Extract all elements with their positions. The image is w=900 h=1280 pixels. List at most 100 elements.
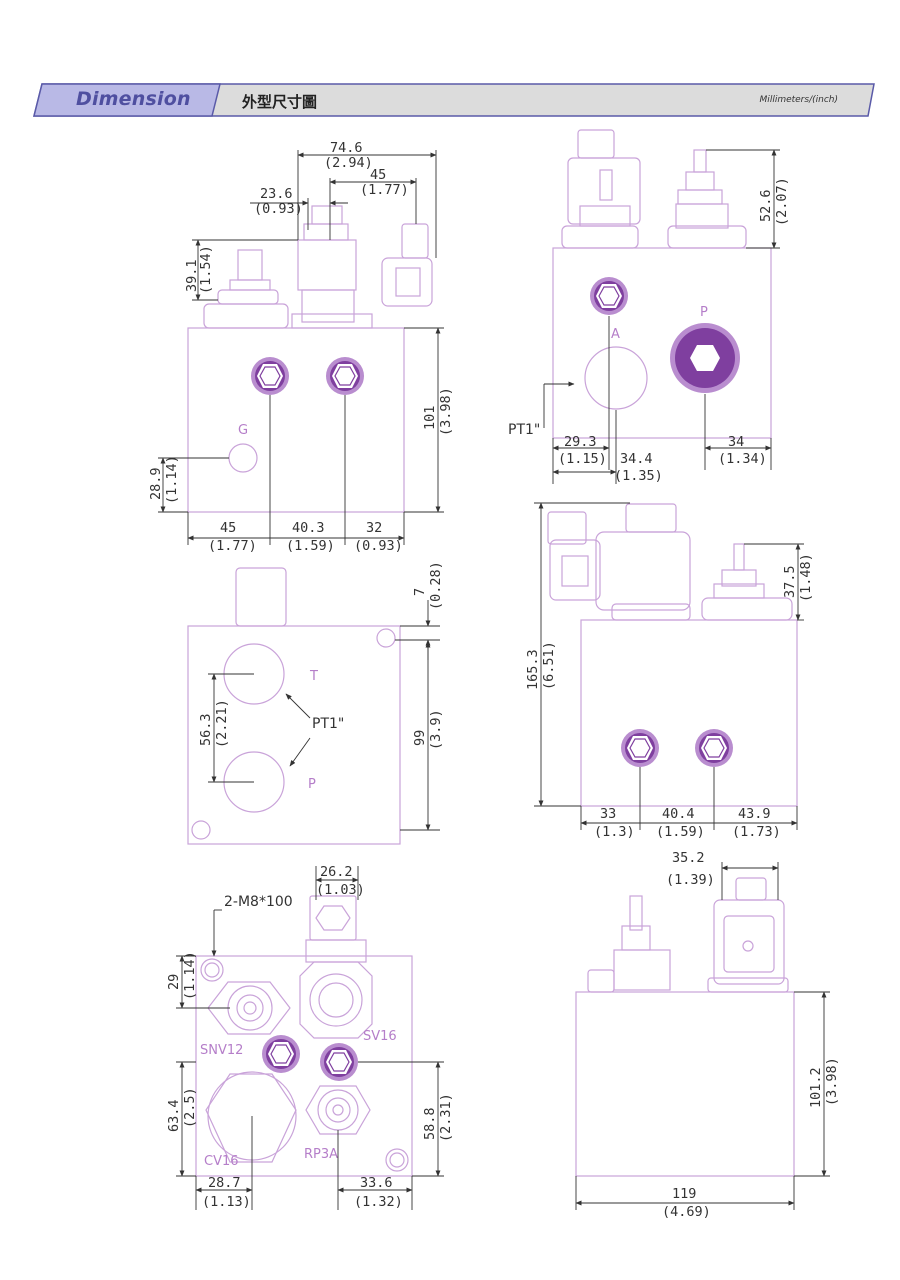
side-mr-port-2 bbox=[694, 728, 734, 768]
dim-mr-b2-mm: 40.4 bbox=[662, 806, 695, 822]
side-br-body bbox=[575, 991, 795, 1177]
side-tr-p-label: P bbox=[700, 305, 708, 320]
side-tr-body bbox=[552, 247, 772, 439]
dim-top-h1-in: (1.14) bbox=[182, 951, 198, 1000]
dim-back-h-mm: 99 bbox=[412, 730, 428, 746]
dim-mr-b3-mm: 43.9 bbox=[738, 806, 771, 822]
back-t-label: T bbox=[309, 669, 318, 684]
dim-top-h2-in: (2.5) bbox=[182, 1087, 198, 1128]
side-tr-a-label: A bbox=[611, 327, 620, 342]
side-tr-port-a-small bbox=[589, 276, 629, 316]
top-snv-label: SNV12 bbox=[200, 1043, 243, 1058]
top-bolt-hole-2 bbox=[385, 1148, 409, 1172]
units-label: Millimeters/(inch) bbox=[759, 95, 838, 105]
side-br-solenoid bbox=[707, 877, 789, 993]
top-port-1 bbox=[261, 1034, 301, 1074]
dim-back-h-in: (3.9) bbox=[428, 709, 444, 750]
side-view-top-right: A P PT1" 52.6 (2.07) 29.3 (1.15) 34.4 (1… bbox=[508, 129, 790, 484]
dim-top-b2-mm: 33.6 bbox=[360, 1175, 393, 1191]
dim-front-h-in: (3.98) bbox=[438, 387, 454, 436]
top-bolt-label: 2-M8*100 bbox=[224, 894, 293, 910]
back-view: T P PT1" 56.3 (2.21) 7 (0.28) 99 (3.9) bbox=[187, 561, 444, 845]
dim-front-vh-in: (1.54) bbox=[198, 245, 214, 294]
dim-front-w-in: (2.94) bbox=[324, 155, 373, 171]
dim-front-vh-mm: 39.1 bbox=[184, 259, 200, 292]
section-banner: Dimension 外型尺寸圖 Millimeters/(inch) bbox=[32, 82, 878, 118]
dim-mr-b2-in: (1.59) bbox=[656, 824, 705, 840]
dim-back-tp-in: (2.21) bbox=[214, 699, 230, 748]
dim-mr-h-in: (6.51) bbox=[541, 641, 557, 690]
dim-mr-h-mm: 165.3 bbox=[525, 649, 541, 690]
back-body bbox=[187, 625, 401, 845]
dim-top-h3-in: (2.31) bbox=[438, 1093, 454, 1142]
front-port-g bbox=[228, 443, 258, 473]
back-p-label: P bbox=[308, 777, 316, 792]
top-bolt-hole-1 bbox=[200, 958, 224, 982]
front-g-label: G bbox=[238, 423, 248, 438]
dim-tr-p-mm: 34 bbox=[728, 434, 744, 450]
dim-top-b1-mm: 28.7 bbox=[208, 1175, 241, 1191]
dim-mr-b1-in: (1.3) bbox=[594, 824, 635, 840]
side-tr-solenoid bbox=[561, 129, 641, 249]
dim-top-w-mm: 26.2 bbox=[320, 864, 353, 880]
dim-top-b2-in: (1.32) bbox=[354, 1194, 403, 1210]
top-tab bbox=[309, 895, 357, 941]
dim-top-w-in: (1.03) bbox=[316, 882, 365, 898]
dim-tr-a1-mm: 29.3 bbox=[564, 434, 597, 450]
dim-top-b1-in: (1.13) bbox=[202, 1194, 251, 1210]
side-br-valve bbox=[587, 895, 671, 993]
front-port-1 bbox=[250, 356, 290, 396]
front-valve-left bbox=[203, 249, 289, 329]
top-rp3a bbox=[305, 1085, 371, 1135]
dim-tr-a1-in: (1.15) bbox=[558, 451, 607, 467]
back-cap bbox=[235, 567, 287, 627]
dim-mr-b3-in: (1.73) bbox=[732, 824, 781, 840]
dim-front-b3-mm: 32 bbox=[366, 520, 382, 536]
top-cv-label: CV16 bbox=[204, 1154, 239, 1169]
dim-front-sol-in: (1.77) bbox=[360, 182, 409, 198]
dim-front-b2-in: (1.59) bbox=[286, 538, 335, 554]
dim-br-w-mm: 35.2 bbox=[672, 850, 705, 866]
side-view-bottom-right: 35.2 (1.39) 101.2 (3.98) 119 (4.69) bbox=[575, 850, 840, 1220]
front-body bbox=[187, 327, 405, 513]
dim-top-h2-mm: 63.4 bbox=[166, 1099, 182, 1132]
top-cv16 bbox=[205, 1071, 297, 1163]
dim-tr-p-in: (1.34) bbox=[718, 451, 767, 467]
side-tr-port-a bbox=[584, 346, 648, 410]
dim-front-b3-in: (0.93) bbox=[354, 538, 403, 554]
side-mr-solenoid bbox=[547, 503, 691, 621]
dim-front-b1-in: (1.77) bbox=[208, 538, 257, 554]
side-mr-body bbox=[580, 619, 798, 807]
banner-subtitle: 外型尺寸圖 bbox=[242, 93, 318, 111]
front-view: G 74.6 (2.94) 45 (1.77) 23.6 (0.93) 39.1… bbox=[148, 140, 454, 554]
back-thread-label: PT1" bbox=[312, 716, 344, 732]
dim-back-tp-mm: 56.3 bbox=[198, 713, 214, 746]
side-mr-port-1 bbox=[620, 728, 660, 768]
dim-front-b1-mm: 45 bbox=[220, 520, 236, 536]
dim-tr-a2-in: (1.35) bbox=[614, 468, 663, 484]
dim-mr-vh-in: (1.48) bbox=[798, 553, 814, 602]
side-tr-port-p-hex bbox=[690, 345, 720, 371]
top-port-2 bbox=[319, 1042, 359, 1082]
dim-front-valve-mm: 23.6 bbox=[260, 186, 293, 202]
banner-shape bbox=[33, 83, 875, 117]
dim-tr-a2-mm: 34.4 bbox=[620, 451, 653, 467]
dim-front-valve-in: (0.93) bbox=[254, 201, 303, 217]
dim-tr-h-in: (2.07) bbox=[774, 177, 790, 226]
dim-br-w-in: (1.39) bbox=[666, 872, 715, 888]
dim-tr-h-mm: 52.6 bbox=[758, 189, 774, 222]
dim-br-b-in: (4.69) bbox=[662, 1204, 711, 1220]
top-body bbox=[195, 955, 413, 1177]
dim-br-b-mm: 119 bbox=[672, 1186, 696, 1202]
dim-front-h-mm: 101 bbox=[422, 406, 438, 430]
back-hole-2 bbox=[191, 820, 211, 840]
dim-front-w-mm: 74.6 bbox=[330, 140, 363, 156]
dim-back-top-mm: 7 bbox=[412, 588, 428, 596]
dim-mr-b1-mm: 33 bbox=[600, 806, 616, 822]
top-tab-neck bbox=[305, 939, 367, 963]
front-solenoid bbox=[291, 205, 433, 329]
front-port-2 bbox=[325, 356, 365, 396]
dim-front-g-in: (1.14) bbox=[164, 455, 180, 504]
dim-front-sol-mm: 45 bbox=[370, 167, 386, 183]
